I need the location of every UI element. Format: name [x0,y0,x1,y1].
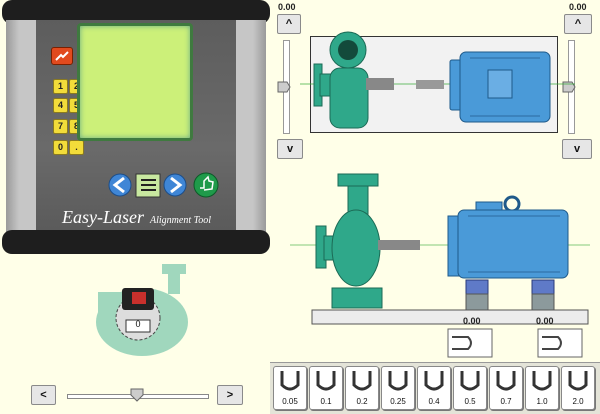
shim-0.1[interactable]: 0.1 [309,366,343,410]
left-slider-thumb-icon[interactable] [277,81,291,93]
left-down-button[interactable]: v [277,139,303,159]
shim-icon [496,371,516,391]
power-key[interactable] [51,47,73,65]
menu-list-icon[interactable] [135,173,161,198]
shim-label: 2.0 [572,397,584,406]
right-up-button[interactable]: ^ [564,14,592,34]
shim-0.2[interactable]: 0.2 [345,366,379,410]
power-icon [55,51,69,61]
rotate-right-button[interactable]: > [217,385,243,405]
shim-icon [280,371,300,391]
nav-back-icon[interactable] [108,173,132,197]
shim-label: 0.7 [500,397,512,406]
top-right-value: 0.00 [569,2,587,12]
shim-0.25[interactable]: 0.25 [381,366,415,410]
top-motor-icon [449,51,551,123]
top-pump-icon [313,31,394,129]
nav-forward-icon[interactable] [163,173,187,197]
confirm-thumb-icon[interactable] [193,172,219,198]
shim-icon [352,371,372,391]
key-dot[interactable]: . [69,140,84,155]
side-motor-icon [447,195,569,311]
side-pump-icon [315,173,420,309]
key-1[interactable]: 1 [53,79,68,94]
shim-label: 0.2 [356,397,368,406]
rotation-slider-thumb-icon[interactable] [130,388,144,402]
sensor-view [96,264,188,356]
foot-left-value: 0.00 [463,316,481,326]
shim-0.7[interactable]: 0.7 [489,366,523,410]
top-left-value: 0.00 [278,2,296,12]
shim-label: 0.1 [320,397,332,406]
foot-left-shim-icon[interactable] [446,327,494,359]
foot-right-shim-icon[interactable] [536,327,584,359]
right-down-button[interactable]: v [562,139,592,159]
key-0[interactable]: 0 [53,140,68,155]
top-coupling-shaft [416,80,444,89]
shim-label: 0.25 [390,397,406,406]
rotate-left-button[interactable]: < [31,385,56,405]
shim-0.4[interactable]: 0.4 [417,366,451,410]
sensor-display-value: 0 [135,319,141,329]
key-7[interactable]: 7 [53,119,68,134]
shim-icon [424,371,444,391]
shim-icon [316,371,336,391]
shim-1.0[interactable]: 1.0 [525,366,559,410]
sensor-unit-icon [115,288,161,341]
brand-subtitle: Alignment Tool [150,215,212,226]
shim-label: 0.4 [428,397,440,406]
shim-icon [460,371,480,391]
top-view-machines [300,31,575,129]
side-view-machines [290,173,590,325]
shim-label: 0.5 [464,397,476,406]
left-up-button[interactable]: ^ [277,14,301,34]
key-4[interactable]: 4 [53,98,68,113]
device-bottom-cap [2,230,270,254]
shim-label: 1.0 [536,397,548,406]
device-nav-keys [108,172,219,198]
shim-icon [568,371,588,391]
shim-0.5[interactable]: 0.5 [453,366,487,410]
shim-label: 0.05 [282,397,298,406]
baseplate [311,309,589,325]
shim-0.05[interactable]: 0.05 [273,366,307,410]
brand-name: Easy-Laser [62,207,144,227]
device-brand: Easy-Laser Alignment Tool [62,207,211,228]
shim-icon [388,371,408,391]
shim-2.0[interactable]: 2.0 [561,366,595,410]
shim-icon [532,371,552,391]
device-screen [77,23,193,141]
foot-right-value: 0.00 [536,316,554,326]
